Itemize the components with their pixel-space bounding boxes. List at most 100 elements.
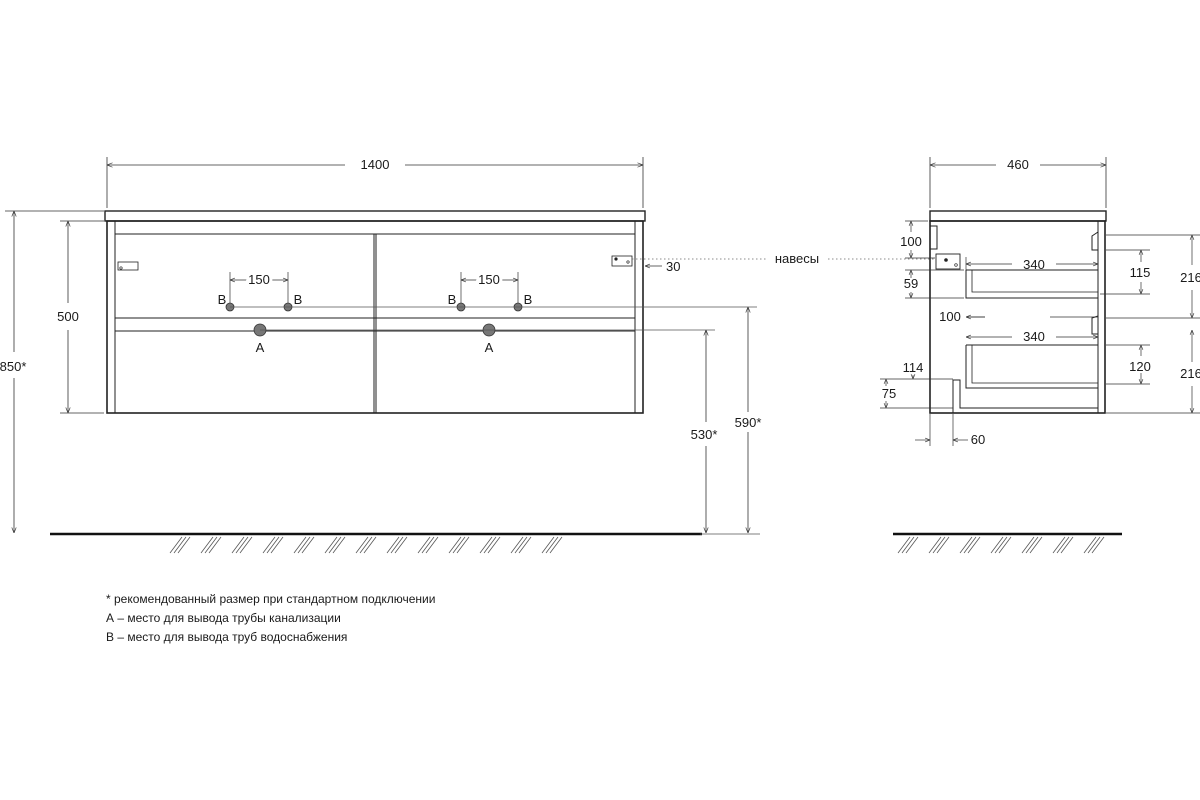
side-countertop (929, 210, 1107, 222)
hatch-stroke (901, 536, 915, 554)
hatch-stroke (1025, 536, 1039, 554)
hatch-stroke (239, 536, 253, 554)
hatch-stroke (456, 536, 470, 554)
hatch-stroke (270, 536, 284, 554)
hatch-stroke (173, 536, 187, 554)
hatch-stroke (928, 536, 942, 554)
hatch-stroke (510, 536, 524, 554)
hatch-stroke (963, 536, 977, 554)
dim-water-590: 590* (735, 415, 762, 430)
legend-notes: * рекомендованный размер при стандартном… (106, 590, 435, 647)
hatch-stroke (301, 536, 315, 554)
label-b-1: B (218, 292, 227, 307)
hatch-stroke (1052, 536, 1066, 554)
side-body (929, 220, 1106, 414)
hatch-stroke (518, 536, 532, 554)
note-water-b: В – место для вывода труб водоснабжения (106, 630, 348, 644)
hatch-stroke (231, 536, 245, 554)
dim-drain-530: 530* (691, 427, 718, 442)
note-drain-a: А – место для вывода трубы канализации (106, 611, 341, 625)
hatch-stroke (363, 536, 377, 554)
hatch-stroke (479, 536, 493, 554)
hinge-left (117, 261, 139, 271)
hatch-stroke (897, 536, 911, 554)
hatch-stroke (1083, 536, 1097, 554)
hatch-stroke (1060, 536, 1074, 554)
dim-side-59: 59 (904, 276, 918, 291)
hatch-stroke (293, 536, 307, 554)
hatch-stroke (1087, 536, 1101, 554)
hatch-stroke (905, 536, 919, 554)
hatch-stroke (177, 536, 191, 554)
hatch-stroke (200, 536, 214, 554)
hatch-stroke (262, 536, 276, 554)
label-b-2: B (294, 292, 303, 307)
hinges-label: навесы (775, 251, 819, 266)
hatch-stroke (425, 536, 439, 554)
dim-height-500: 500 (57, 309, 79, 324)
hatch-stroke (386, 536, 400, 554)
front-view (104, 210, 646, 414)
dim-faucet-150-right: 150 (478, 272, 500, 287)
hatch-stroke (448, 536, 462, 554)
dim-side-340-bottom: 340 (1023, 329, 1045, 344)
hatch-stroke (994, 536, 1008, 554)
hatch-stroke (549, 536, 563, 554)
hatch-stroke (1021, 536, 1035, 554)
floor-hatch-side (897, 536, 1105, 554)
dim-side-75: 75 (882, 386, 896, 401)
hatch-stroke (324, 536, 338, 554)
dim-height-850: 850* (0, 359, 26, 374)
hatch-stroke (1029, 536, 1043, 554)
dim-width-1400: 1400 (361, 157, 390, 172)
hatch-stroke (932, 536, 946, 554)
hatch-stroke (359, 536, 373, 554)
dim-side-114: 114 (903, 360, 924, 375)
hatch-stroke (332, 536, 346, 554)
dim-depth-460: 460 (1007, 157, 1029, 172)
countertop (104, 210, 646, 222)
side-view (929, 210, 1107, 414)
hatch-stroke (297, 536, 311, 554)
label-b-4: B (524, 292, 533, 307)
hatch-stroke (545, 536, 559, 554)
hatch-stroke (235, 536, 249, 554)
hatch-stroke (514, 536, 528, 554)
hatch-stroke (355, 536, 369, 554)
hatch-stroke (204, 536, 218, 554)
dim-side-120: 120 (1129, 359, 1151, 374)
hatch-stroke (959, 536, 973, 554)
hatch-stroke (483, 536, 497, 554)
floor-hatch-front (169, 536, 563, 554)
hatch-stroke (990, 536, 1004, 554)
hatch-stroke (208, 536, 222, 554)
cabinet-body (106, 220, 644, 414)
dim-side-115: 115 (1130, 265, 1151, 280)
dim-side-100-top: 100 (900, 234, 922, 249)
hatch-stroke (998, 536, 1012, 554)
hinge-right (611, 255, 633, 267)
hatch-stroke (541, 536, 555, 554)
dim-side-340-top: 340 (1023, 257, 1045, 272)
note-recommended: * рекомендованный размер при стандартном… (106, 592, 436, 606)
dim-side-60: 60 (971, 432, 985, 447)
hatch-stroke (266, 536, 280, 554)
hatch-stroke (169, 536, 183, 554)
label-a-1: A (256, 340, 265, 355)
hatch-stroke (1056, 536, 1070, 554)
hatch-stroke (390, 536, 404, 554)
hatch-stroke (1091, 536, 1105, 554)
hatch-stroke (394, 536, 408, 554)
label-a-2: A (485, 340, 494, 355)
hatch-stroke (487, 536, 501, 554)
label-b-3: B (448, 292, 457, 307)
dim-side-216-top: 216 (1180, 270, 1200, 285)
dim-hinge-30: 30 (666, 259, 680, 274)
dim-faucet-150-left: 150 (248, 272, 270, 287)
hatch-stroke (421, 536, 435, 554)
side-hinge (935, 253, 961, 270)
hatch-stroke (967, 536, 981, 554)
hatch-stroke (328, 536, 342, 554)
